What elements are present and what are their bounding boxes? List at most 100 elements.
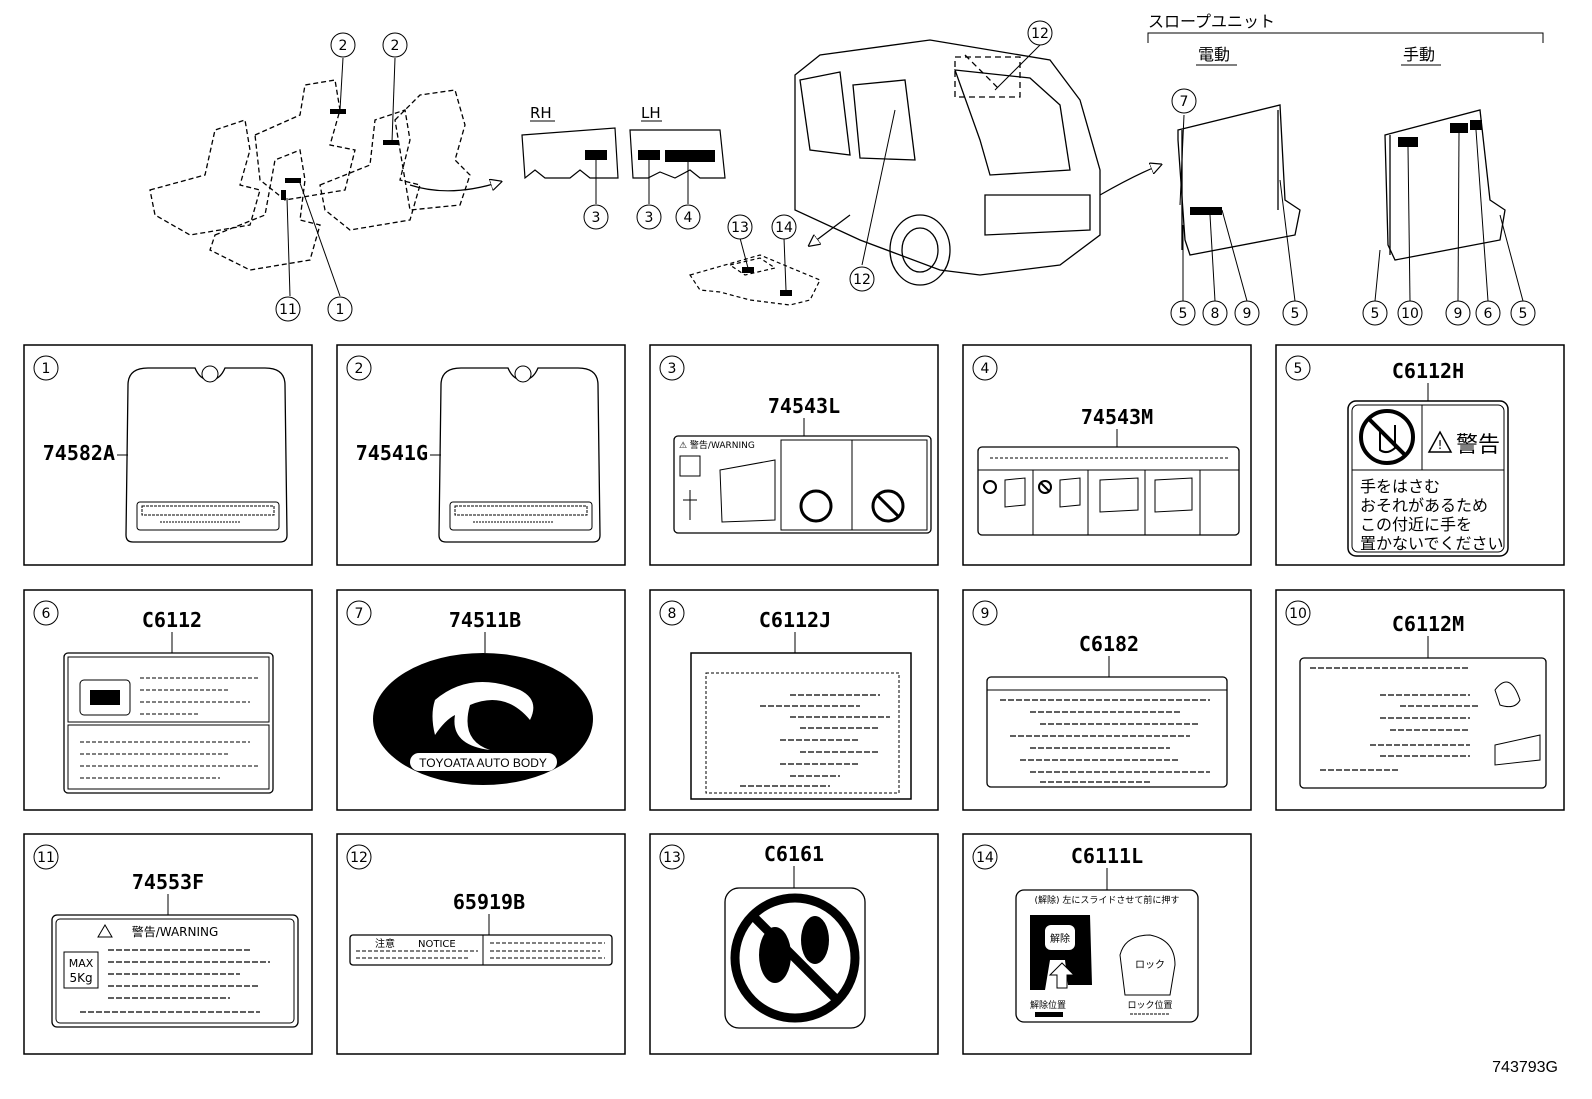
max-value: 5Kg <box>69 971 92 985</box>
part-74511B: 74511B <box>449 608 521 632</box>
panel-12 <box>336 833 626 1055</box>
callout-lh-4: 4 <box>684 210 693 226</box>
notice-jp: 注意 <box>375 937 395 950</box>
seat-label-mark-2a <box>330 109 346 114</box>
callout-lh-3: 3 <box>645 210 654 226</box>
panel-10 <box>1275 589 1565 811</box>
illustration-code: 743793G <box>1492 1059 1558 1076</box>
panel-8-index: 8 <box>668 606 677 622</box>
panel-14 <box>962 833 1252 1055</box>
panel-10-index: 10 <box>1289 606 1307 622</box>
part-74553F: 74553F <box>132 870 204 894</box>
part-C6111L: C6111L <box>1071 844 1143 868</box>
c6112h-line3: この付近に手を <box>1360 515 1472 534</box>
c6111l-lock: ロック <box>1135 959 1165 971</box>
panel-3 <box>649 344 939 566</box>
warning-74543L: ⚠ 警告/WARNING <box>679 439 755 451</box>
warning-74553F: 警告/WARNING <box>132 924 219 939</box>
part-C6112J: C6112J <box>759 608 831 632</box>
callout-floor-13: 13 <box>731 220 749 236</box>
c6111l-release: 解除 <box>1050 932 1070 945</box>
callout-electric-8: 8 <box>1211 306 1220 322</box>
part-74541G: 74541G <box>356 441 428 465</box>
part-C6182: C6182 <box>1079 632 1139 656</box>
callout-van-12-side: 12 <box>853 272 871 288</box>
panel-6 <box>23 589 313 811</box>
part-C6112H: C6112H <box>1392 359 1464 383</box>
callout-van-12-top: 12 <box>1031 26 1049 42</box>
rh-trim <box>521 127 619 180</box>
part-74543L: 74543L <box>768 394 840 418</box>
manual-label: 手動 <box>1403 45 1435 64</box>
callout-manual-6: 6 <box>1484 306 1493 322</box>
panel-2 <box>336 344 626 566</box>
callout-manual-5a: 5 <box>1371 306 1380 322</box>
part-74582A: 74582A <box>43 441 115 465</box>
callout-electric-7: 7 <box>1180 94 1189 110</box>
part-74543M: 74543M <box>1081 405 1153 429</box>
panel-12-index: 12 <box>350 850 368 866</box>
callout-floor-14: 14 <box>775 220 793 236</box>
panel-5-index: 5 <box>1294 361 1303 377</box>
electric-slope-unit <box>1177 104 1301 256</box>
panel-11 <box>23 833 313 1055</box>
panel-3-index: 3 <box>668 361 677 377</box>
seat-illustration <box>149 79 471 271</box>
slope-unit-title: スロープユニット <box>1148 12 1275 31</box>
panel-13 <box>649 833 939 1055</box>
callout-seat-2b: 2 <box>391 38 400 54</box>
callout-seat-2a: 2 <box>339 38 348 54</box>
max-label: MAX <box>69 957 94 970</box>
toyota-auto-body-logo <box>373 653 593 785</box>
c6112h-line1: 手をはさむ <box>1360 477 1440 496</box>
seat-label-mark-11 <box>281 190 286 200</box>
electric-label: 電動 <box>1198 45 1230 64</box>
panel-1-index: 1 <box>42 361 51 377</box>
part-65919B: 65919B <box>453 890 525 914</box>
panel-9 <box>962 589 1252 811</box>
callout-manual-5b: 5 <box>1519 306 1528 322</box>
panel-13-index: 13 <box>663 850 681 866</box>
panel-7 <box>336 589 626 811</box>
panel-5 <box>1275 344 1565 566</box>
rh-label-mark <box>585 150 607 160</box>
lh-label-mark-4 <box>665 150 715 162</box>
seat-label-mark-1 <box>285 178 301 183</box>
panel-2-index: 2 <box>355 361 364 377</box>
c6111l-lock-pos: ロック位置 <box>1127 999 1172 1011</box>
lh-trim <box>629 129 726 179</box>
rh-label: RH <box>530 104 552 122</box>
svg-text:!: ! <box>1438 438 1443 452</box>
callout-electric-5b: 5 <box>1291 306 1300 322</box>
panel-11-index: 11 <box>37 850 55 866</box>
panel-14-index: 14 <box>976 850 994 866</box>
c6111l-instruction: (解除) 左にスライドさせて前に押す <box>1035 894 1180 906</box>
part-C6112: C6112 <box>142 608 202 632</box>
lh-label-mark-3 <box>638 150 660 160</box>
part-C6161: C6161 <box>764 842 824 866</box>
panel-6-index: 6 <box>42 606 51 622</box>
callout-electric-5a: 5 <box>1179 306 1188 322</box>
lh-label: LH <box>641 104 661 122</box>
logo-text: TOYOATA AUTO BODY <box>419 756 547 770</box>
panel-9-index: 9 <box>981 606 990 622</box>
part-C6112M: C6112M <box>1392 612 1464 636</box>
panel-4 <box>962 344 1252 566</box>
van-illustration <box>794 39 1101 286</box>
panel-1 <box>23 344 313 566</box>
callout-manual-10: 10 <box>1401 306 1419 322</box>
callout-electric-9: 9 <box>1243 306 1252 322</box>
notice-en: NOTICE <box>418 939 456 950</box>
c6112h-warning: 警告 <box>1456 433 1500 458</box>
no-step-icon <box>730 893 860 1023</box>
c6112h-line2: おそれがあるため <box>1360 496 1488 515</box>
panel-8 <box>649 589 939 811</box>
panel-4-index: 4 <box>981 361 990 377</box>
callout-seat-1: 1 <box>336 302 345 318</box>
manual-slope-unit <box>1384 109 1506 261</box>
seat-label-mark-2b <box>383 140 399 145</box>
callout-manual-9: 9 <box>1454 306 1463 322</box>
panel-7-index: 7 <box>355 606 364 622</box>
c6112h-line4: 置かないでください <box>1360 534 1504 553</box>
